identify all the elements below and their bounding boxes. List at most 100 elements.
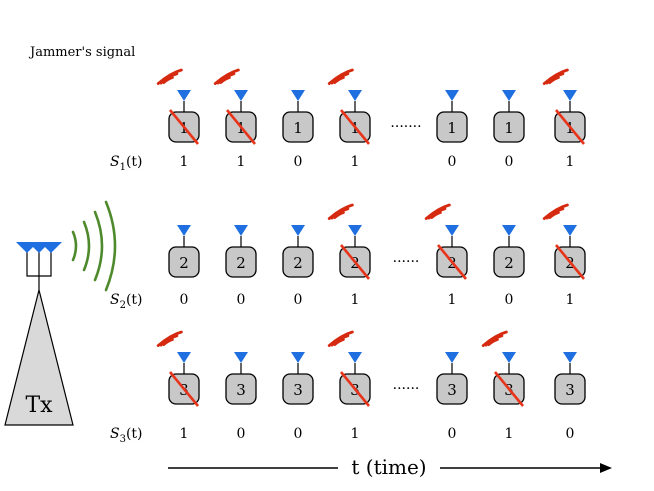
slot-value: 0 — [294, 154, 303, 170]
receiver-node — [282, 111, 314, 143]
time-slot-node: 30 — [282, 352, 314, 442]
ellipsis-dots: ······ — [393, 254, 420, 270]
slot-value: 0 — [294, 426, 303, 442]
antenna-icon — [291, 225, 305, 236]
receiver-node — [493, 246, 525, 278]
jammer-signal-label: Jammer's signal — [28, 45, 135, 60]
jammer-signal-icon — [542, 203, 569, 220]
jammed-strike-icon — [554, 244, 586, 280]
jammer-signal-icon — [481, 330, 508, 347]
tx-signal-waves-icon — [71, 200, 117, 292]
time-slot-node: 30 — [436, 352, 468, 442]
time-slot-node: 11 — [327, 68, 371, 170]
time-slot-node: 21 — [327, 203, 371, 308]
node-number: 3 — [293, 381, 303, 399]
jammed-strike-icon — [168, 109, 200, 145]
time-slot-node: 30 — [225, 352, 257, 442]
slot-value: 1 — [351, 292, 360, 308]
slot-value: 1 — [180, 154, 189, 170]
jammed-strike-icon — [168, 371, 200, 407]
slot-value: 1 — [237, 154, 246, 170]
slot-value: 1 — [351, 154, 360, 170]
node-number: 3 — [447, 381, 457, 399]
slot-value: 0 — [237, 292, 246, 308]
jammed-strike-icon — [493, 371, 525, 407]
time-slot-node: 10 — [436, 90, 468, 170]
receiver-node — [282, 373, 314, 405]
slot-value: 1 — [448, 292, 457, 308]
slot-value: 1 — [566, 292, 575, 308]
transmitter-body — [4, 289, 74, 426]
time-slot-node: 10 — [282, 90, 314, 170]
time-axis-label: t (time) — [351, 455, 426, 479]
slot-value: 0 — [566, 426, 575, 442]
receiver-node — [225, 373, 257, 405]
time-slot-node: 30 — [554, 352, 586, 442]
antenna-icon — [177, 90, 191, 101]
node-number: 1 — [447, 119, 457, 137]
row-s2: S2(t)······20202021212021 — [110, 203, 586, 311]
time-slot-node: 21 — [542, 203, 586, 308]
time-slot-node: 31 — [481, 330, 525, 442]
time-slot-node: 10 — [493, 90, 525, 170]
antenna-icon — [291, 352, 305, 363]
receiver-node — [493, 111, 525, 143]
ellipsis-dots: ······· — [390, 119, 421, 135]
antenna-icon — [234, 90, 248, 101]
antenna-icon — [234, 225, 248, 236]
antenna-icon — [445, 225, 459, 236]
jammed-strike-icon — [339, 371, 371, 407]
row-s3: S3(t)······31303031303130 — [110, 330, 586, 445]
time-axis: t (time) — [168, 455, 612, 479]
receiver-node — [436, 111, 468, 143]
jammer-signal-icon — [213, 68, 240, 85]
antenna-icon — [563, 352, 577, 363]
antenna-icon — [563, 225, 577, 236]
time-slot-node: 31 — [327, 330, 371, 442]
slot-value: 0 — [448, 154, 457, 170]
antenna-icon — [502, 225, 516, 236]
node-number: 2 — [236, 254, 246, 272]
antenna-icon — [502, 352, 516, 363]
node-number: 2 — [179, 254, 189, 272]
slot-value: 0 — [505, 292, 514, 308]
slot-value: 1 — [505, 426, 514, 442]
time-slot-node: 31 — [156, 330, 200, 442]
jammed-strike-icon — [339, 109, 371, 145]
slot-value: 0 — [237, 426, 246, 442]
jammed-strike-icon — [436, 244, 468, 280]
slot-value: 0 — [505, 154, 514, 170]
jammed-strike-icon — [339, 244, 371, 280]
antenna-icon — [348, 352, 362, 363]
time-slot-node: 11 — [542, 68, 586, 170]
node-number: 2 — [504, 254, 514, 272]
jammer-signal-icon — [327, 203, 354, 220]
slot-value: 1 — [351, 426, 360, 442]
jammer-signal-icon — [156, 330, 183, 347]
row-s1: S1(t)·······11111011101011 — [110, 68, 586, 173]
node-number: 3 — [236, 381, 246, 399]
node-number: 1 — [293, 119, 303, 137]
antenna-icon — [348, 225, 362, 236]
time-slot-node: 20 — [493, 225, 525, 308]
jammer-signal-icon — [156, 68, 183, 85]
jammed-strike-icon — [554, 109, 586, 145]
jammer-signal-icon — [327, 68, 354, 85]
antenna-icon — [445, 90, 459, 101]
slot-value: 1 — [566, 154, 575, 170]
slot-value: 0 — [448, 426, 457, 442]
receiver-node — [282, 246, 314, 278]
receiver-node — [436, 373, 468, 405]
time-slot-node: 21 — [424, 203, 468, 308]
slot-value: 0 — [294, 292, 303, 308]
jammer-signal-icon — [327, 330, 354, 347]
slot-value: 1 — [180, 426, 189, 442]
antenna-icon — [445, 352, 459, 363]
receiver-node — [225, 246, 257, 278]
antenna-icon — [177, 225, 191, 236]
time-slot-node: 20 — [168, 225, 200, 308]
time-slot-node: 11 — [156, 68, 200, 170]
node-number: 3 — [565, 381, 575, 399]
node-number: 1 — [504, 119, 514, 137]
